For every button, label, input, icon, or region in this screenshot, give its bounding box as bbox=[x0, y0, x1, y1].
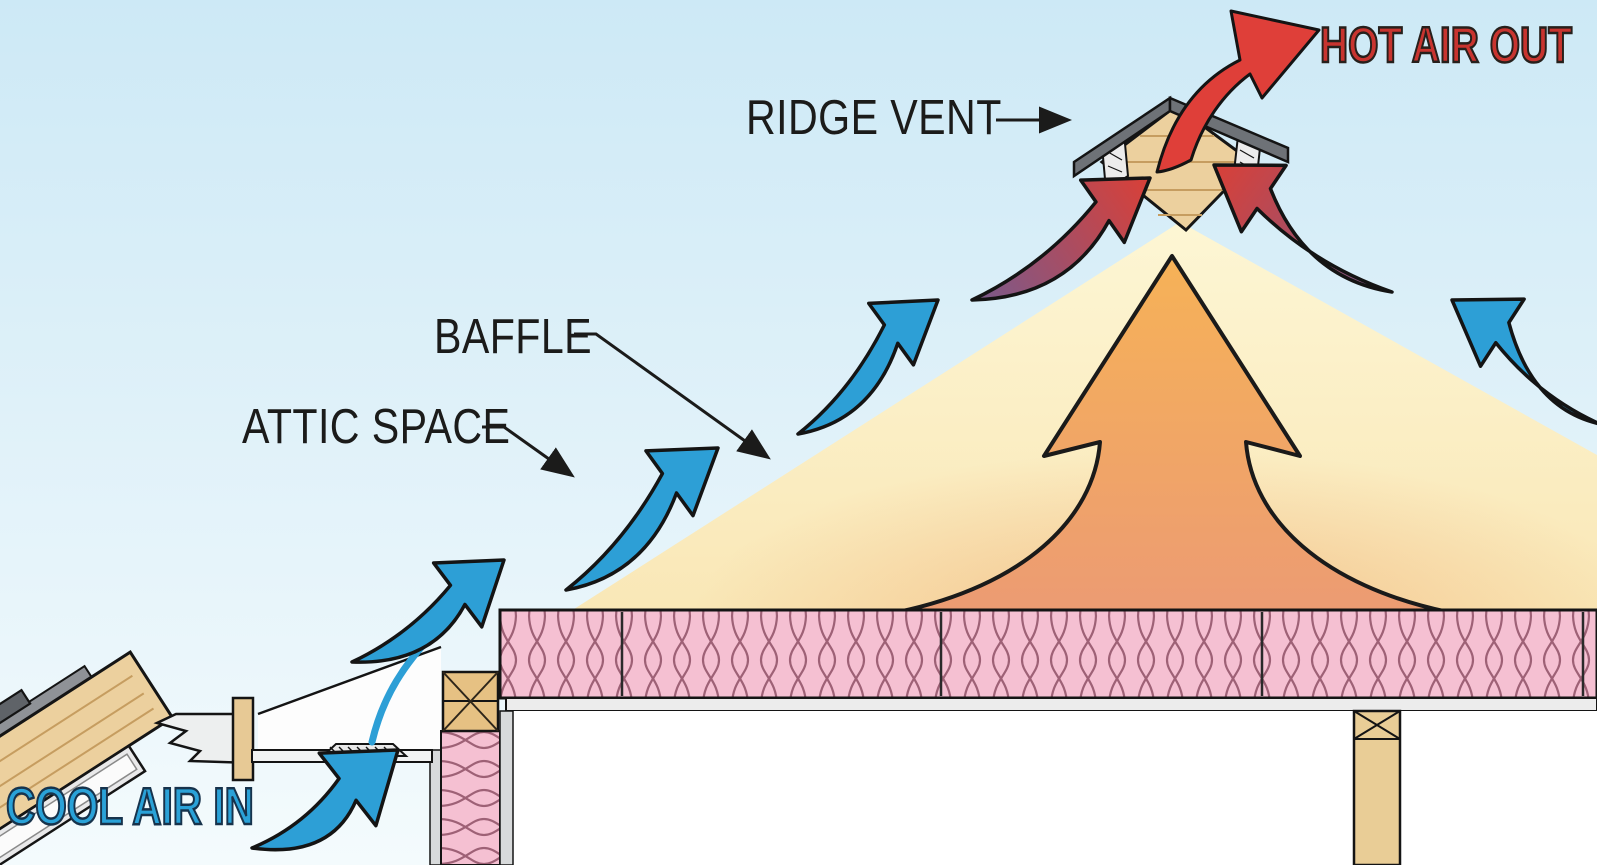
gutter-crown-molding bbox=[153, 712, 254, 765]
hot-air-out-label: HOT AIR OUT bbox=[1319, 17, 1573, 73]
ridge-vent-label: RIDGE VENT bbox=[746, 91, 1002, 145]
interior-room bbox=[506, 711, 1597, 865]
wall-insulation bbox=[440, 730, 501, 865]
cool-air-arrow-3 bbox=[796, 298, 940, 436]
interior-wall-stud bbox=[1352, 709, 1402, 865]
cool-air-in-arrow bbox=[250, 748, 400, 852]
roof-left-slope bbox=[0, 650, 175, 865]
baffle-strip bbox=[0, 753, 138, 865]
cool-air-in-label: COOL AIR IN bbox=[5, 778, 255, 836]
pointer-lines bbox=[482, 106, 1072, 478]
cool-air-arrow-right bbox=[1450, 297, 1597, 426]
cool-air-arrow-1 bbox=[350, 558, 506, 664]
wall-top-plates bbox=[441, 670, 500, 733]
ceiling-insulation-batts bbox=[498, 608, 1597, 700]
warming-air-arrow-right bbox=[1212, 163, 1394, 294]
baffle-pointer bbox=[574, 332, 771, 460]
deck-grain-lines bbox=[0, 674, 155, 865]
air-channel-left bbox=[0, 744, 147, 865]
wall-sheathing-inner bbox=[499, 710, 514, 865]
ceiling-drywall bbox=[505, 697, 1597, 712]
attic-space-pointer bbox=[482, 425, 575, 478]
warming-air-arrow-left bbox=[970, 176, 1152, 302]
fascia-board bbox=[231, 696, 255, 782]
hot-air-exit-arrow bbox=[1155, 9, 1321, 174]
baffle-label: BAFFLE bbox=[434, 310, 593, 364]
cool-air-arrow-2 bbox=[564, 446, 720, 592]
exterior-wall bbox=[429, 670, 514, 865]
attic-space-label: ATTIC SPACE bbox=[242, 400, 511, 454]
